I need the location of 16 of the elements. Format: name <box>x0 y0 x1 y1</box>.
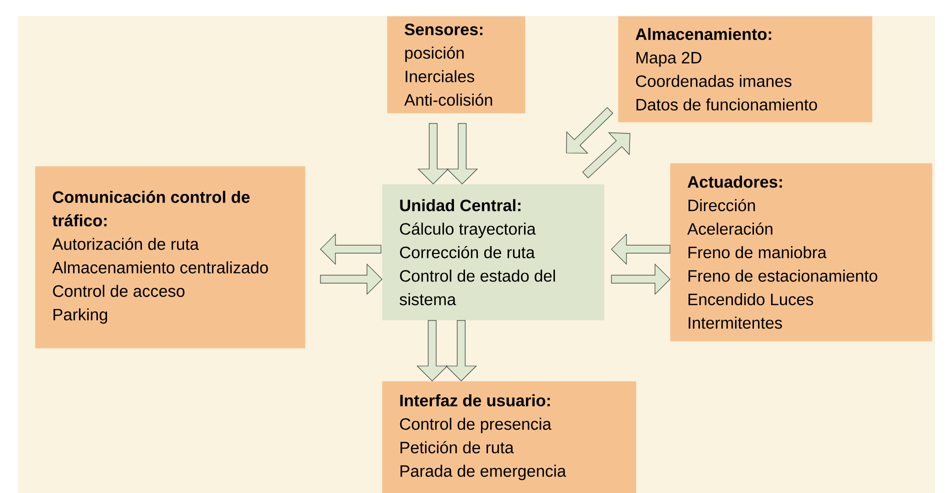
info-box: Sensores: posición Inerciales Anti-colisión <box>387 16 526 114</box>
block-arrow <box>417 123 449 184</box>
block-arrow <box>610 233 670 265</box>
info-box: Almacenamiento: Mapa 2D Coordenadas imanes Datos de funcionamiento <box>618 16 872 122</box>
central-box: Unidad Central: Cálculo trayectoria Corrección de ruta Control de estado del sistema <box>382 184 604 320</box>
block-arrow <box>582 132 630 178</box>
block-arrow <box>416 320 448 382</box>
block-arrow <box>611 263 670 295</box>
block-arrow <box>320 233 382 265</box>
block-arrow <box>446 123 478 184</box>
info-box: Interfaz de usuario: Control de presencia Petición de ruta Parada de emergencia <box>382 381 636 493</box>
info-box: Comunicación control de tráfico: Autorización de ruta Almacenamiento centralizado Control de acceso Parking <box>35 166 306 348</box>
block-arrow <box>566 107 614 154</box>
info-box: Actuadores: Dirección Aceleración Freno de maniobra Freno de estacionamiento Encendido Luces Intermitentes <box>670 163 932 342</box>
block-arrow <box>320 263 382 295</box>
block-arrow <box>445 320 477 382</box>
